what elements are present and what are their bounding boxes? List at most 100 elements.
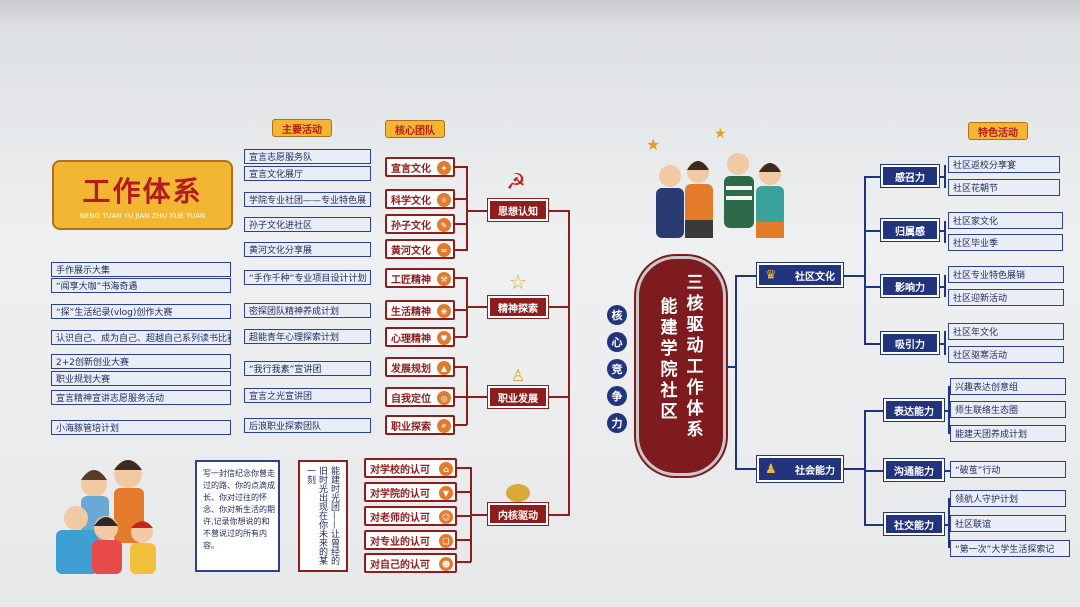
person-icon: ♙ — [510, 366, 526, 385]
mid-activity: 密探团队精神养成计划 — [244, 303, 371, 318]
book-icon: ✦ — [437, 161, 451, 175]
core-team-item: 心理精神 ♥ — [385, 327, 455, 347]
students-illustration: ★ ★ — [628, 126, 803, 243]
feature-item: “破茧”行动 — [950, 461, 1066, 478]
feature-item: 社区联谊 — [950, 515, 1066, 532]
core-team-label: 黄河文化 — [391, 245, 431, 257]
feature-item: 社区花朝节 — [948, 179, 1060, 196]
heart-icon: ♥ — [437, 331, 451, 345]
left-activity: 职业规划大赛 — [51, 371, 231, 386]
core-team-label: 对学校的认可 — [370, 464, 430, 476]
feature-item: 社区迎新活动 — [948, 289, 1064, 306]
feature-item: 社区专业特色展销 — [948, 266, 1064, 283]
hammer-sickle-icon: ☭ — [506, 170, 526, 195]
core-team-item: 对专业的认可❏ — [364, 530, 457, 550]
feature-item: 社区家文化 — [948, 212, 1063, 229]
mid-activity: 宣言志愿服务队 — [244, 149, 371, 164]
mid-activity: 黄河文化分享展 — [244, 242, 371, 257]
core-team-item: 科学文化 ⚛ — [385, 189, 455, 209]
competence-char: 心 — [607, 332, 627, 352]
core-team-label: 心理精神 — [391, 333, 431, 345]
mid-activity: 宣言之光宣讲团 — [244, 388, 371, 403]
pillar-badge: 内核驱动 — [487, 502, 549, 526]
scroll-icon: ✎ — [437, 218, 451, 232]
feature-item: 师生联络生态圈 — [950, 401, 1066, 418]
core-team-label: 对学院的认可 — [370, 488, 430, 500]
star-icon: ☆ — [509, 270, 527, 294]
pillar-badge: 职业发展 — [487, 385, 549, 409]
capsule-note: 能建时光团——让曾经的旧时光出现在你未来的某一刻 — [298, 460, 348, 572]
core-team-label: 工匠精神 — [391, 274, 431, 286]
letter-text: 写一封信纪念你曾走过的路、你的点滴成长、你对过往的怀念、你对新生活的期许,记录你… — [203, 469, 275, 550]
feature-item: 领航人守护计划 — [950, 490, 1066, 507]
svg-text:★: ★ — [646, 135, 660, 154]
competence-char: 争 — [607, 386, 627, 406]
header-feature-activities: 特色活动 — [968, 122, 1028, 140]
smile-icon: ☻ — [439, 557, 453, 571]
core-team-item: 对自己的认可☻ — [364, 553, 457, 573]
mid-activity: 学院专业社团——专业特色展 — [244, 192, 371, 207]
feature-item: 兴趣表达创意组 — [950, 378, 1066, 395]
leaf-icon: ❀ — [437, 304, 451, 318]
mid-activity: 宣言文化展厅 — [244, 166, 371, 181]
core-team-item: 宣言文化✦ — [385, 157, 455, 177]
core-team-item: 自我定位◎ — [385, 387, 455, 407]
header-core-team: 核心团队 — [385, 120, 445, 138]
tool-icon: ⚒ — [437, 272, 451, 286]
ability-box: 归属感 — [880, 218, 940, 242]
core-team-item: 对学校的认可 ⌂ — [364, 458, 457, 478]
branch-community-culture: ♛ 社区文化 — [756, 262, 844, 288]
competence-char: 竞 — [607, 359, 627, 379]
atom-icon: ⚛ — [437, 193, 451, 207]
mid-activity: 后浪职业探索团队 — [244, 418, 371, 433]
svg-text:★: ★ — [714, 128, 727, 142]
left-activity: 宣言精神宣讲志愿服务活动 — [51, 390, 231, 405]
title-card-heading: 工作体系 — [82, 175, 203, 208]
core-team-label: 职业探索 — [391, 421, 431, 433]
mid-activity: “我行我素”宣讲团 — [244, 361, 371, 376]
family-illustration — [36, 456, 186, 576]
ability-box: 感召力 — [880, 164, 940, 188]
left-activity: 2+2创新创业大赛 — [51, 354, 231, 369]
central-banner: 三核驱动工作体系 能建学院社区 — [636, 256, 726, 476]
banner-line2: 能建学院社区 — [660, 297, 678, 422]
letter-note: 写一封信纪念你曾走过的路、你的点滴成长、你对过往的怀念、你对新生活的期许,记录你… — [195, 460, 280, 572]
core-team-label: 自我定位 — [391, 393, 431, 405]
branch-label: 社区文化 — [795, 271, 835, 283]
school-icon: ⌂ — [439, 462, 453, 476]
mid-activity: “手作千种”专业项目设计计划 — [244, 270, 371, 285]
core-team-label: 科学文化 — [391, 195, 431, 207]
core-team-item: 生活精神❀ — [385, 300, 455, 320]
left-activity: 认识自己、成为自己、超越自己系列读书比赛 — [51, 330, 231, 345]
title-card: 工作体系 NENG YUAN YU JIAN ZHU XUE YUAN — [52, 160, 233, 230]
competence-char: 力 — [607, 413, 627, 433]
cap-icon: ▼ — [439, 486, 453, 500]
left-activity: “闻享大咖”书海奇遇 — [51, 278, 231, 293]
core-team-item: 孙子文化✎ — [385, 214, 455, 234]
mid-activity: 超能青年心理探索计划 — [244, 329, 371, 344]
chart-icon: ▲ — [437, 361, 451, 375]
ability-box: 影响力 — [880, 274, 940, 298]
branch-social-ability: ♟社会能力 — [756, 455, 844, 483]
title-card-pinyin: NENG YUAN YU JIAN ZHU XUE YUAN — [79, 212, 206, 220]
left-activity: “探”生活纪录(vlog)创作大赛 — [51, 304, 231, 319]
feature-item: 社区毕业季 — [948, 234, 1063, 251]
core-team-item: 对学院的认可 ▼ — [364, 482, 457, 502]
people-icon: ♟ — [765, 462, 777, 477]
core-team-item: 工匠精神 ⚒ — [385, 268, 455, 288]
core-team-item: 职业探索 ⌕ — [385, 415, 455, 435]
emblem-icon — [506, 484, 530, 502]
feature-item: 社区返校分享宴 — [948, 156, 1060, 173]
feature-item: 社区年文化 — [948, 323, 1064, 340]
core-team-item: 对老师的认可☺ — [364, 506, 457, 526]
teacher-icon: ☺ — [439, 510, 453, 524]
pillar-badge: 精神探索 — [487, 295, 549, 319]
trophy-icon: ♛ — [765, 268, 777, 283]
capsule-text: 能建时光团——让曾经的旧时光出现在你未来的某一刻 — [305, 466, 339, 565]
book-open-icon: ❏ — [439, 534, 453, 548]
search-icon: ⌕ — [437, 419, 451, 433]
ability-box: 沟通能力 — [883, 458, 945, 482]
left-activity: 手作展示大集 — [51, 262, 231, 277]
left-activity: 小海豚管培计划 — [51, 420, 231, 435]
mid-activity: 孙子文化进社区 — [244, 217, 371, 232]
